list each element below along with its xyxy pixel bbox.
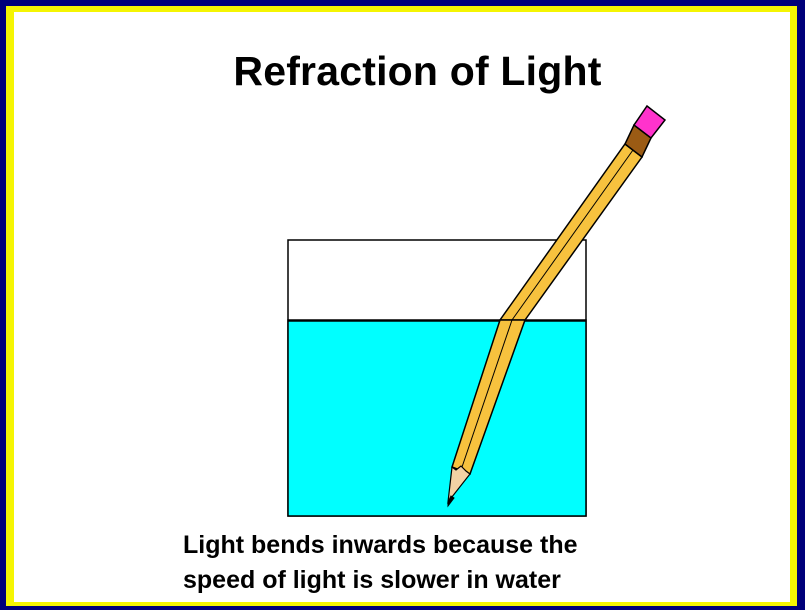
diagram-title: Refraction of Light [233, 48, 602, 94]
pencil-lead [447, 495, 455, 508]
caption-line-1: Light bends inwards because the [183, 531, 578, 559]
pencil-upper [498, 104, 667, 321]
caption-line-2: speed of light is slower in water [183, 566, 561, 594]
caption: Light bends inwards because the speed of… [183, 528, 578, 598]
water [287, 319, 587, 517]
pencil-lower [447, 319, 527, 508]
pencil-eraser [632, 104, 667, 140]
